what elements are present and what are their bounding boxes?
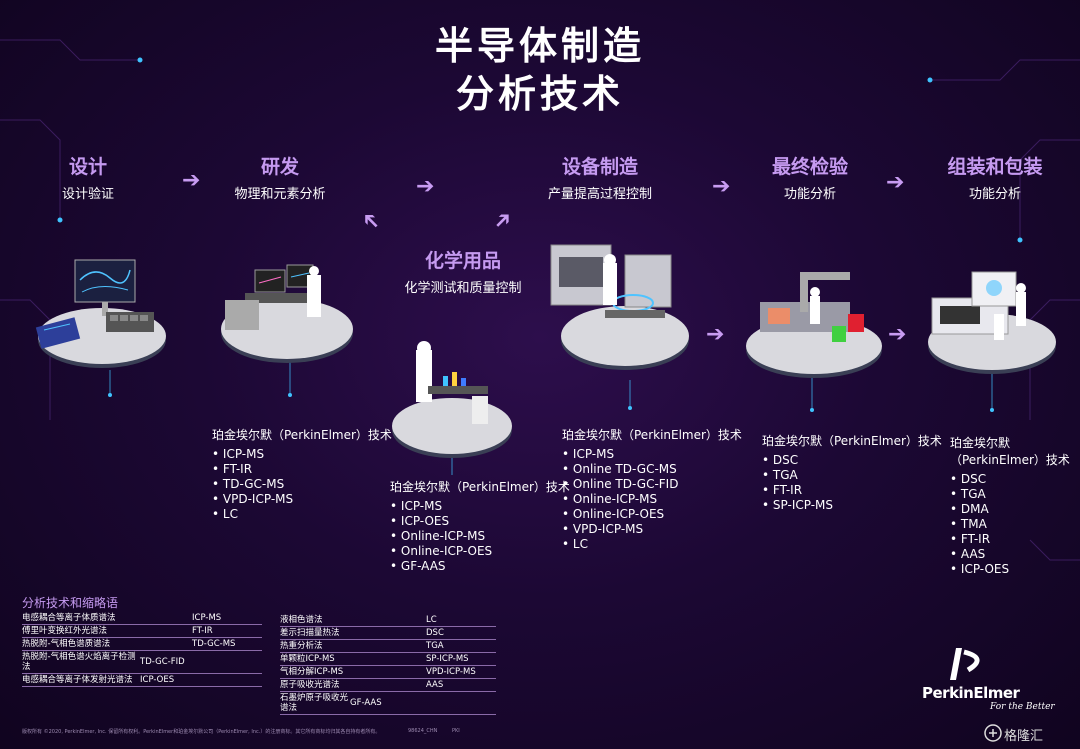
tech-item: DMA [950,502,1070,517]
tech-list-equipment: 珀金埃尔默（PerkinElmer）技术 ICP-MS Online TD-GC… [562,426,742,552]
stage-subtitle: 功能分析 [783,187,836,202]
stage-subtitle: 产量提高过程控制 [547,187,652,202]
perkinelmer-logo-icon [950,648,980,680]
design-workstation-illustration [35,259,166,368]
equipment-manufacturing-illustration [550,244,689,370]
tech-list-chemicals: 珀金埃尔默（PerkinElmer）技术 ICP-MS ICP-OES Onli… [390,478,570,574]
stage-subtitle: 物理和元素分析 [234,187,326,202]
arrow-right-icon: ➔ [712,174,731,199]
tech-item: Online TD-GC-MS [562,462,742,477]
tech-item: TGA [762,468,942,483]
stage-assembly: 组装和包装 功能分析 [935,152,1055,202]
tech-heading: （PerkinElmer）技术 [950,453,1070,467]
tech-item: TD-GC-MS [212,477,392,492]
stage-design: 设计 设计验证 [38,152,138,202]
tech-item: LC [562,537,742,552]
tech-item: TMA [950,517,1070,532]
page-title: 半导体制造 分析技术 [434,24,645,116]
tech-list-assembly: 珀金埃尔默 （PerkinElmer）技术 DSC TGA DMA TMA FT… [950,434,1070,577]
arrow-right-icon: ➔ [888,322,907,347]
stage-chemicals: 化学用品 化学测试和质量控制 [388,246,538,296]
document-tag: PKI [452,728,460,734]
stage-subtitle: 化学测试和质量控制 [404,281,522,296]
arrow-right-icon: ➔ [706,322,725,347]
tech-item: SP-ICP-MS [762,498,942,513]
watermark-icon [984,724,1002,742]
copyright-footnote: 版权所有 ©2020, PerkinElmer, Inc. 保留所有权利。Per… [22,729,381,735]
tech-item: Online-ICP-OES [562,507,742,522]
tech-item: LC [212,507,392,522]
tech-item: DSC [762,453,942,468]
stage-equipment: 设备制造 产量提高过程控制 [530,152,670,202]
tech-item: ICP-MS [212,447,392,462]
tech-item: ICP-OES [390,514,570,529]
stage-final-inspection: 最终检验 功能分析 [755,152,865,202]
stage-subtitle: 设计验证 [61,187,114,202]
logo-tagline: For the Better [990,702,1055,712]
stage-rnd: 研发 物理和元素分析 [220,152,340,202]
watermark-text: 格隆汇 [1004,729,1044,744]
tech-item: AAS [950,547,1070,562]
tech-item: GF-AAS [390,559,570,574]
tech-item: FT-IR [950,532,1070,547]
stage-subtitle: 功能分析 [968,187,1021,202]
tech-item: TGA [950,487,1070,502]
stage-title: 最终检验 [771,156,848,178]
tech-list-rnd: 珀金埃尔默（PerkinElmer）技术 ICP-MS FT-IR TD-GC-… [212,426,392,522]
rnd-lab-illustration [221,264,353,363]
tech-item: DSC [950,472,1070,487]
tech-item: ICP-MS [562,447,742,462]
logo-wordmark: PerkinElmer [922,684,1020,702]
stage-title: 设计 [68,156,107,178]
tech-item: Online TD-GC-FID [562,477,742,492]
tech-heading: 珀金埃尔默（PerkinElmer）技术 [212,428,392,442]
stage-title: 组装和包装 [947,156,1043,178]
tech-item: FT-IR [212,462,392,477]
tech-item: Online-ICP-MS [390,529,570,544]
glossary-title: 分析技术和缩略语 [22,596,119,610]
tech-item: Online-ICP-MS [562,492,742,507]
arrow-right-icon: ➔ [416,174,435,199]
final-inspection-illustration [746,272,882,378]
tech-item: FT-IR [762,483,942,498]
tech-heading: 珀金埃尔默（PerkinElmer）技术 [762,434,942,448]
tech-item: VPD-ICP-MS [212,492,392,507]
assembly-packaging-illustration [928,271,1056,374]
chemicals-lab-illustration [392,341,512,458]
document-code: 98624_CHN [408,728,438,734]
stage-title: 设备制造 [561,156,638,178]
stage-title: 化学用品 [424,250,501,272]
tech-heading: 珀金埃尔默 [950,436,1011,450]
arrow-right-icon: ➔ [182,168,201,193]
tech-heading: 珀金埃尔默（PerkinElmer）技术 [562,428,742,442]
tech-item: Online-ICP-OES [390,544,570,559]
tech-heading: 珀金埃尔默（PerkinElmer）技术 [390,480,570,494]
tech-item: ICP-OES [950,562,1070,577]
tech-list-final-inspection: 珀金埃尔默（PerkinElmer）技术 DSC TGA FT-IR SP-IC… [762,432,942,513]
stage-title: 研发 [260,156,299,178]
arrow-right-icon: ➔ [886,170,905,195]
tech-item: VPD-ICP-MS [562,522,742,537]
tech-item: ICP-MS [390,499,570,514]
